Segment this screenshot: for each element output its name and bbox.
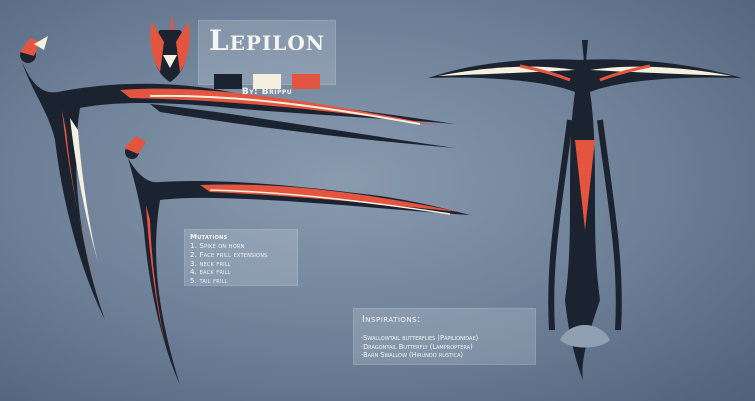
mutation-item: 1. Spike on horn bbox=[190, 242, 245, 250]
inspiration-item: ·Swallowtail butterflies (Papilionidae) bbox=[361, 334, 479, 342]
mutations-panel: Mutations 1. Spike on horn 2. Face frill… bbox=[184, 229, 298, 286]
mutation-item: 3. neck frill bbox=[190, 259, 231, 268]
swatch-cream bbox=[253, 74, 281, 89]
title-panel: Lepilon By: Brippu bbox=[198, 20, 336, 97]
character-title: Lepilon bbox=[208, 24, 326, 57]
swatch-red bbox=[292, 74, 320, 89]
creature-side-view-large bbox=[20, 36, 455, 320]
mutations-heading: Mutations bbox=[190, 233, 228, 241]
inspirations-heading: Inspirations: bbox=[362, 314, 421, 325]
creature-head-portrait bbox=[150, 14, 190, 82]
inspirations-panel: Inspirations: ·Swallowtail butterflies (… bbox=[353, 308, 536, 365]
inspiration-item: ·Dragontail Butterfly (Lamproptera) bbox=[361, 342, 473, 351]
swatch-dark bbox=[214, 74, 242, 89]
inspirations-list: ·Swallowtail butterflies (Papilionidae) … bbox=[361, 334, 478, 360]
author-credit: By: Brippu bbox=[241, 87, 293, 97]
mutation-item: 4. back frill bbox=[190, 268, 231, 277]
mutation-item: 5. tail frill bbox=[190, 277, 228, 286]
mutation-item: 2. Face frill extensions bbox=[190, 250, 268, 259]
creature-top-view bbox=[428, 40, 742, 381]
mutations-list: 1. Spike on horn 2. Face frill extension… bbox=[190, 242, 268, 286]
inspiration-item: ·Barn Swallow (Hirundo rustica) bbox=[361, 351, 464, 360]
creature-side-view-small bbox=[124, 136, 470, 385]
